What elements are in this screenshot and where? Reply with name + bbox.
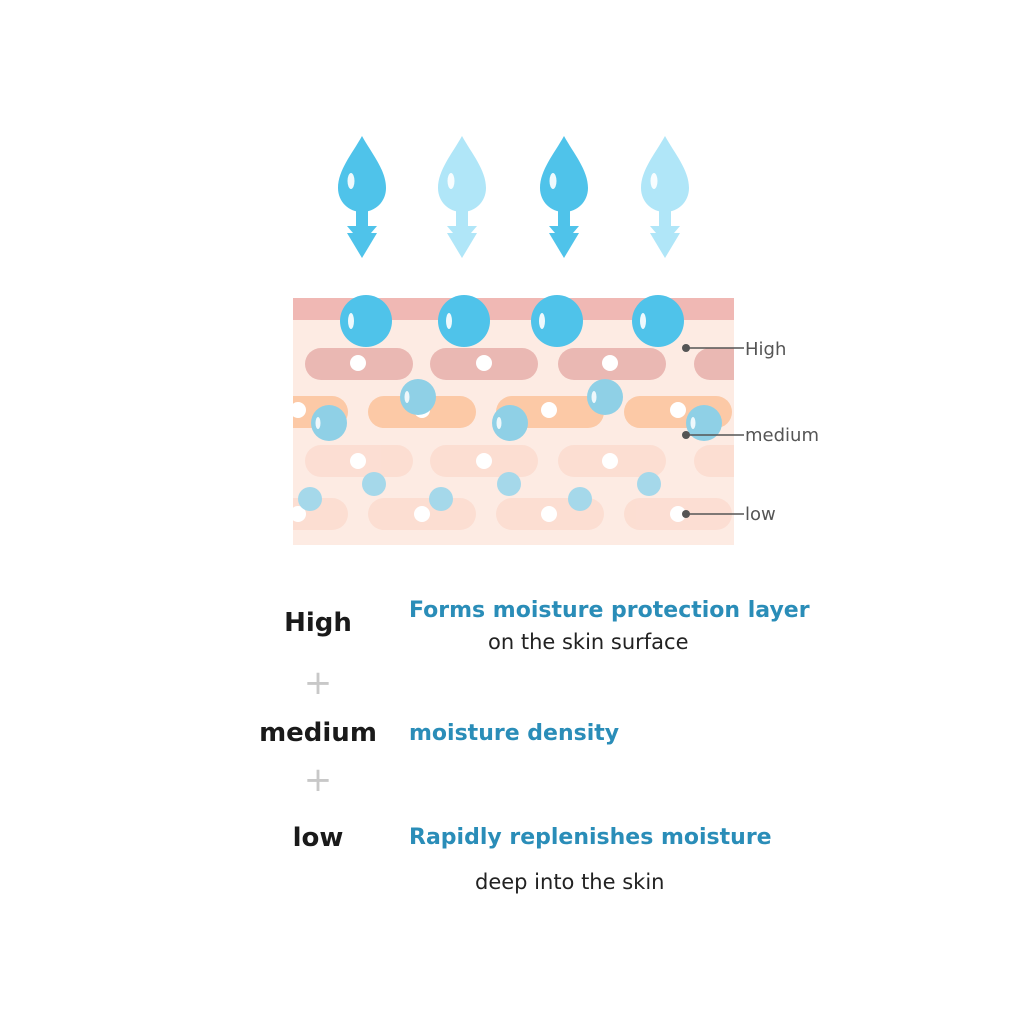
drop-arrows xyxy=(338,136,689,258)
bubble-highlights xyxy=(315,391,696,429)
desc-low-sub: deep into the skin xyxy=(475,870,665,894)
skin-cross-section xyxy=(293,298,734,545)
callout-high-label: High xyxy=(745,339,786,360)
callout-medium-label: medium xyxy=(745,425,819,446)
level-low: low xyxy=(292,823,344,853)
moisture-bubbles-small xyxy=(298,472,661,511)
desc-medium-main: moisture density xyxy=(409,721,620,746)
drop-highlight-icon xyxy=(447,173,455,189)
cell-nuclei xyxy=(293,355,686,522)
drop-arrow-icon xyxy=(641,136,689,258)
desc-high-main: Forms moisture protection layer xyxy=(409,598,810,623)
drop-highlight-icon xyxy=(549,173,557,189)
moisture-bubbles-medium xyxy=(311,379,722,441)
desc-high-sub: on the skin surface xyxy=(488,630,689,654)
desc-low-main: Rapidly replenishes moisture xyxy=(409,825,772,850)
level-medium: medium xyxy=(259,718,377,748)
level-high: High xyxy=(284,608,352,638)
callout-low-label: low xyxy=(745,504,776,525)
callout-medium: medium xyxy=(682,425,819,446)
skin-surface-layer xyxy=(293,298,734,320)
plus-separator-1: + xyxy=(303,663,333,703)
callout-high: High xyxy=(682,339,786,360)
plus-separator-2: + xyxy=(303,760,333,800)
drop-arrow-icon xyxy=(540,136,588,258)
drop-arrow-icon xyxy=(438,136,486,258)
drop-highlight-icon xyxy=(347,173,355,189)
callout-low: low xyxy=(682,504,776,525)
drop-highlight-icon xyxy=(650,173,658,189)
moisture-bubbles-large xyxy=(340,295,684,347)
drop-arrow-icon xyxy=(338,136,386,258)
